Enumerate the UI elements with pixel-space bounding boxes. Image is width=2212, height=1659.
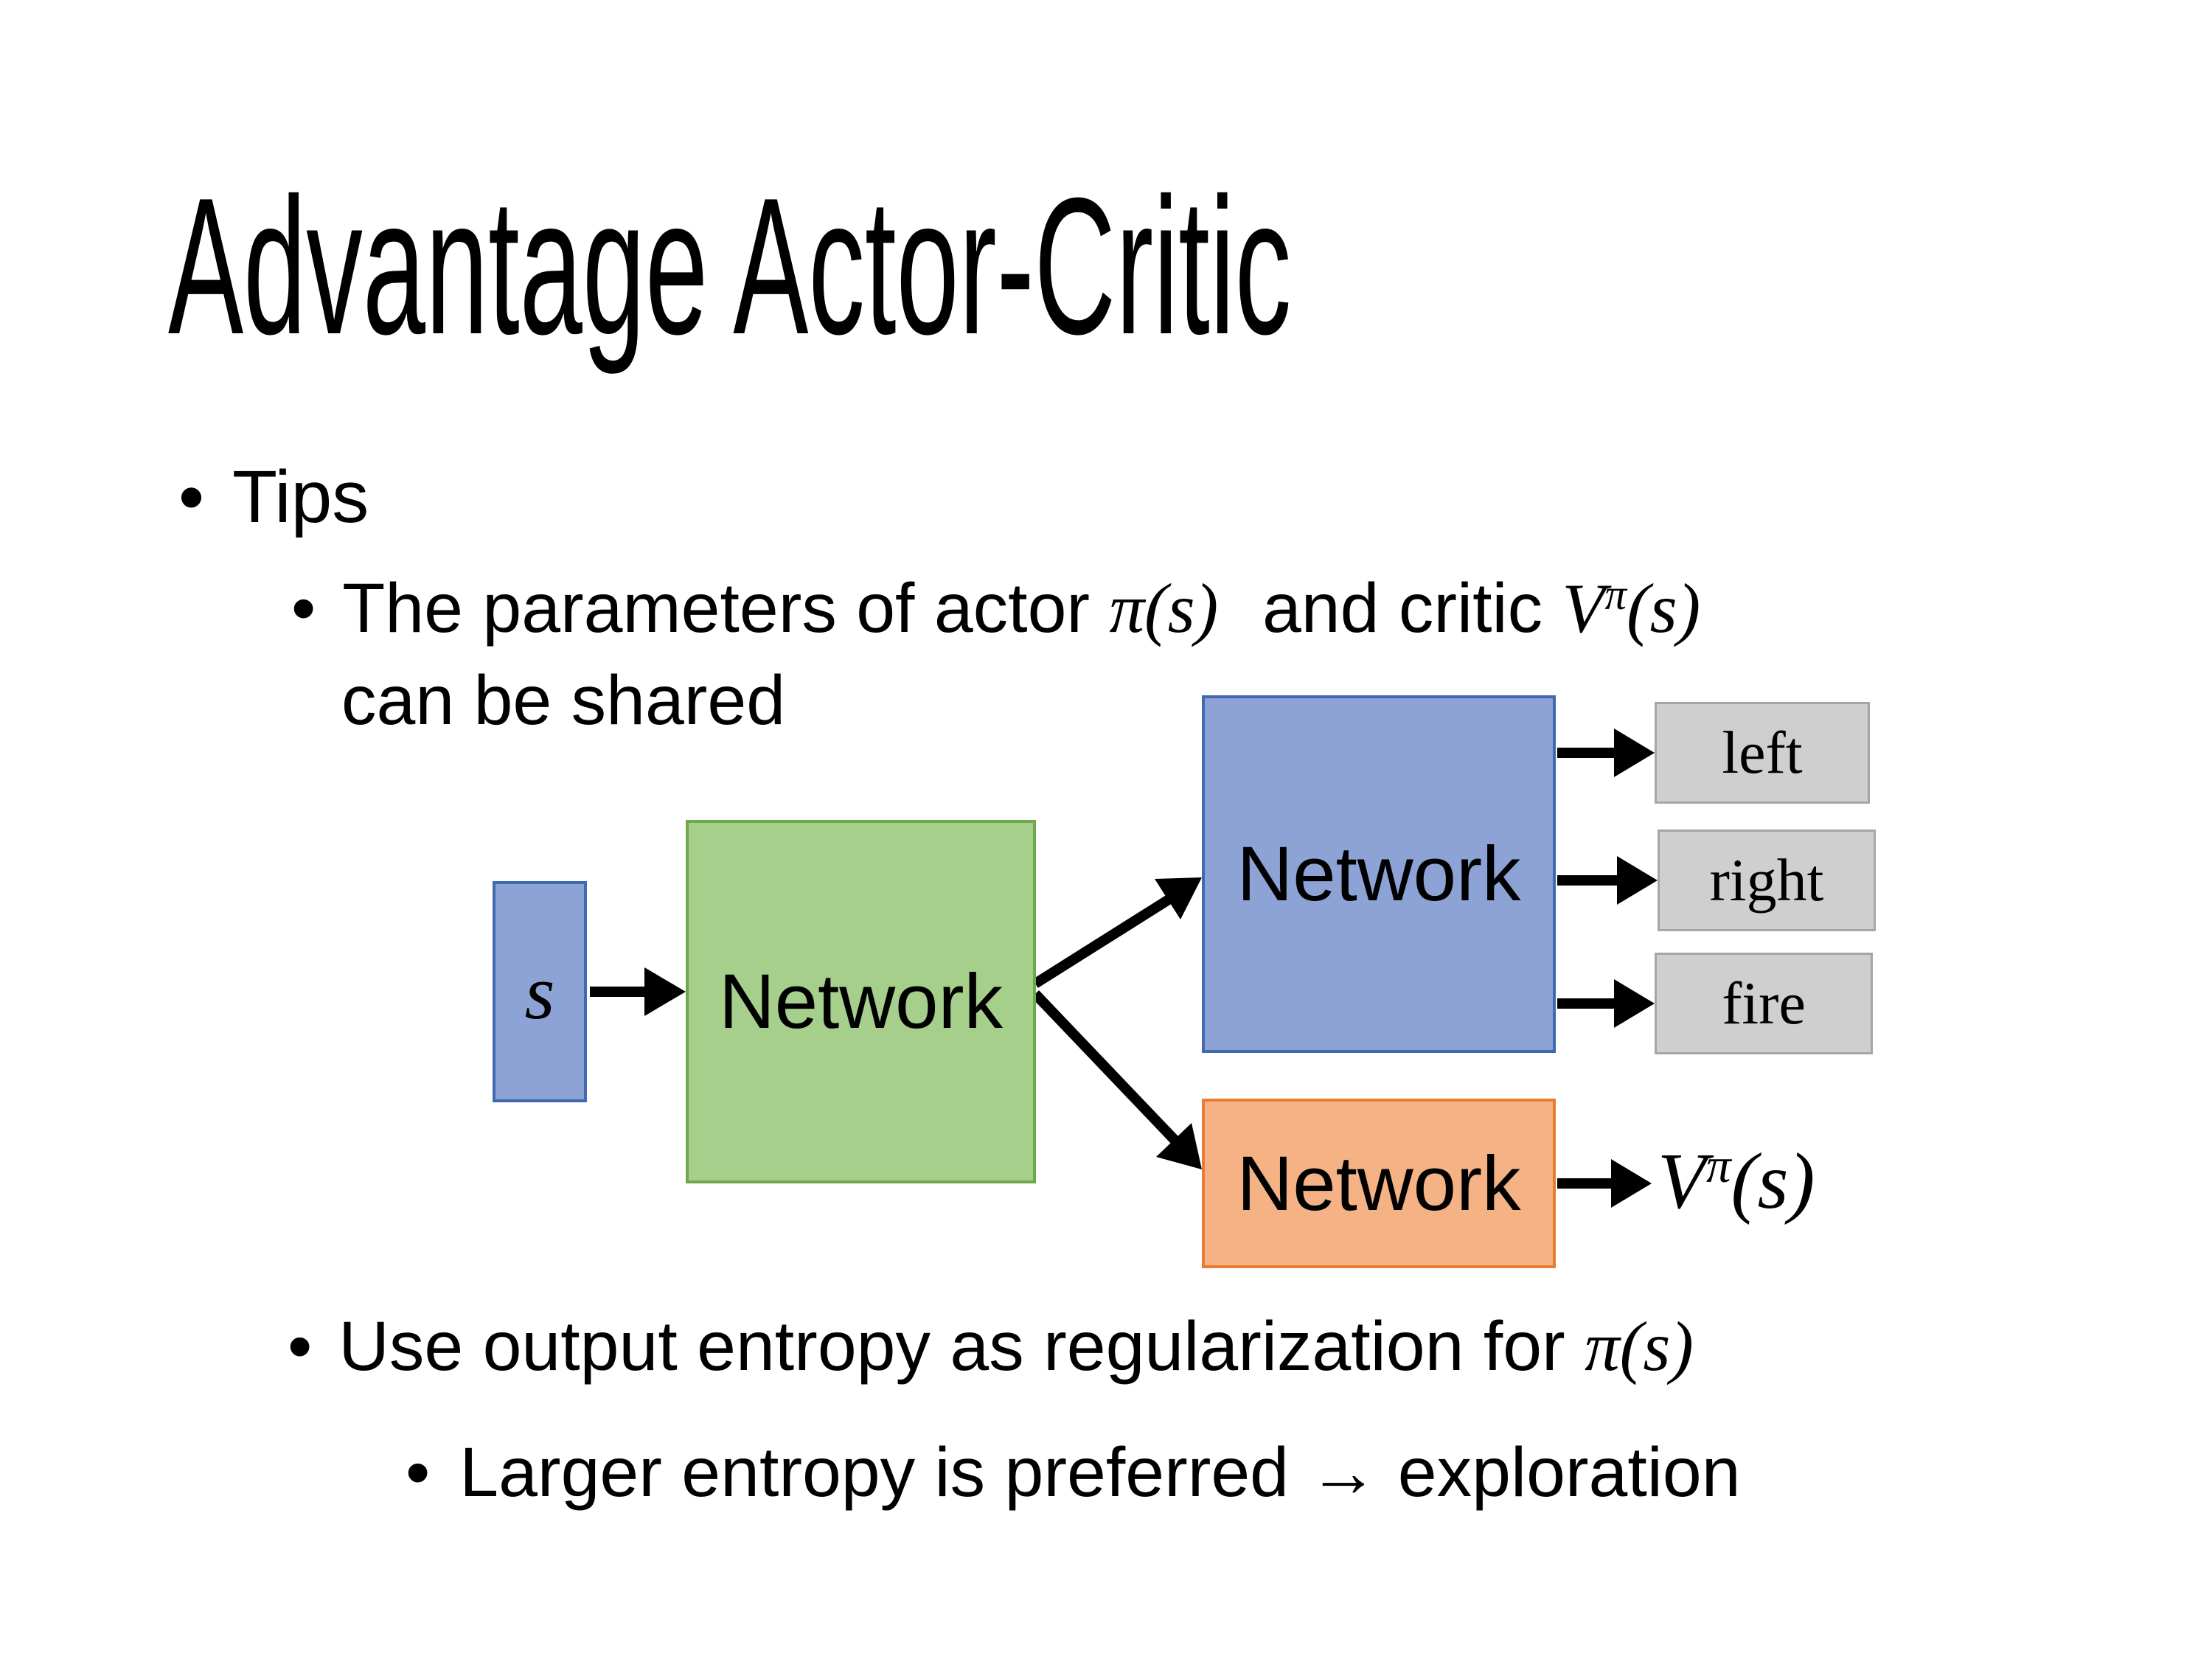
arrow-critic-to-value: [1557, 1159, 1652, 1208]
bullet-entropy-text: Use output entropy as regularization for…: [338, 1312, 1694, 1382]
action-box-left: left: [1655, 702, 1870, 804]
entropy-policy-math: π(s): [1585, 1307, 1694, 1385]
state-input-label: s: [524, 948, 555, 1035]
arrow-actor-to-right: [1557, 856, 1658, 905]
bullet-marker: •: [288, 1307, 313, 1385]
action-label-right: right: [1709, 846, 1824, 914]
slide-title: Advantage Actor-Critic: [168, 157, 1292, 375]
value-math-sup: π: [1705, 1138, 1731, 1194]
bullet-entropy: • Use output entropy as regularization f…: [288, 1312, 1694, 1382]
critic-value-output: Vπ(s): [1658, 1141, 1815, 1222]
action-box-fire: fire: [1655, 953, 1873, 1054]
actor-network-label: Network: [1237, 831, 1521, 917]
bullet-shared-parameters: • The parameters of actor π(s) and criti…: [291, 569, 1700, 647]
shared-line2-text: can be shared: [341, 661, 786, 740]
action-box-right: right: [1658, 830, 1876, 931]
critic-network-box: Network: [1202, 1099, 1556, 1268]
arrow-shared-to-critic-network: [1031, 990, 1202, 1169]
bullet-marker: •: [291, 569, 316, 647]
value-math-args: (s): [1731, 1138, 1815, 1225]
critic-value-math-args: (s): [1627, 569, 1701, 647]
bullet-shared-text: The parameters of actor π(s) and critic …: [342, 571, 1700, 644]
actor-network-box: Network: [1202, 695, 1556, 1053]
critic-value-math-V: V: [1562, 569, 1605, 647]
bullet-exploration: • Larger entropy is preferred → explorat…: [406, 1438, 1741, 1508]
action-label-left: left: [1722, 719, 1803, 786]
shared-prefix-text: The parameters of actor: [342, 569, 1110, 647]
bullet-marker: •: [406, 1433, 431, 1512]
bullet-shared-parameters-line2: can be shared: [341, 666, 785, 736]
action-label-fire: fire: [1722, 970, 1806, 1037]
entropy-prefix-text: Use output entropy as regularization for: [338, 1307, 1585, 1385]
bullet-tips: • Tips: [178, 460, 369, 534]
state-input-box: s: [493, 881, 587, 1102]
arrow-state-to-shared-network: [590, 967, 686, 1016]
arrow-shared-to-actor-network: [1032, 877, 1202, 988]
value-math-V: V: [1658, 1138, 1706, 1225]
bullet-exploration-label: Larger entropy is preferred → exploratio…: [459, 1433, 1741, 1512]
bullet-marker: •: [178, 456, 205, 538]
shared-network-box: Network: [686, 820, 1036, 1183]
critic-network-label: Network: [1237, 1140, 1521, 1227]
actor-policy-math: π(s): [1109, 569, 1219, 647]
bullet-tips-label: Tips: [232, 456, 369, 538]
arrow-actor-to-left: [1557, 728, 1655, 777]
shared-network-label: Network: [718, 959, 1004, 1045]
critic-value-math-sup: π: [1604, 571, 1627, 619]
arrow-actor-to-fire: [1557, 979, 1655, 1028]
shared-mid-text: and critic: [1242, 569, 1562, 647]
